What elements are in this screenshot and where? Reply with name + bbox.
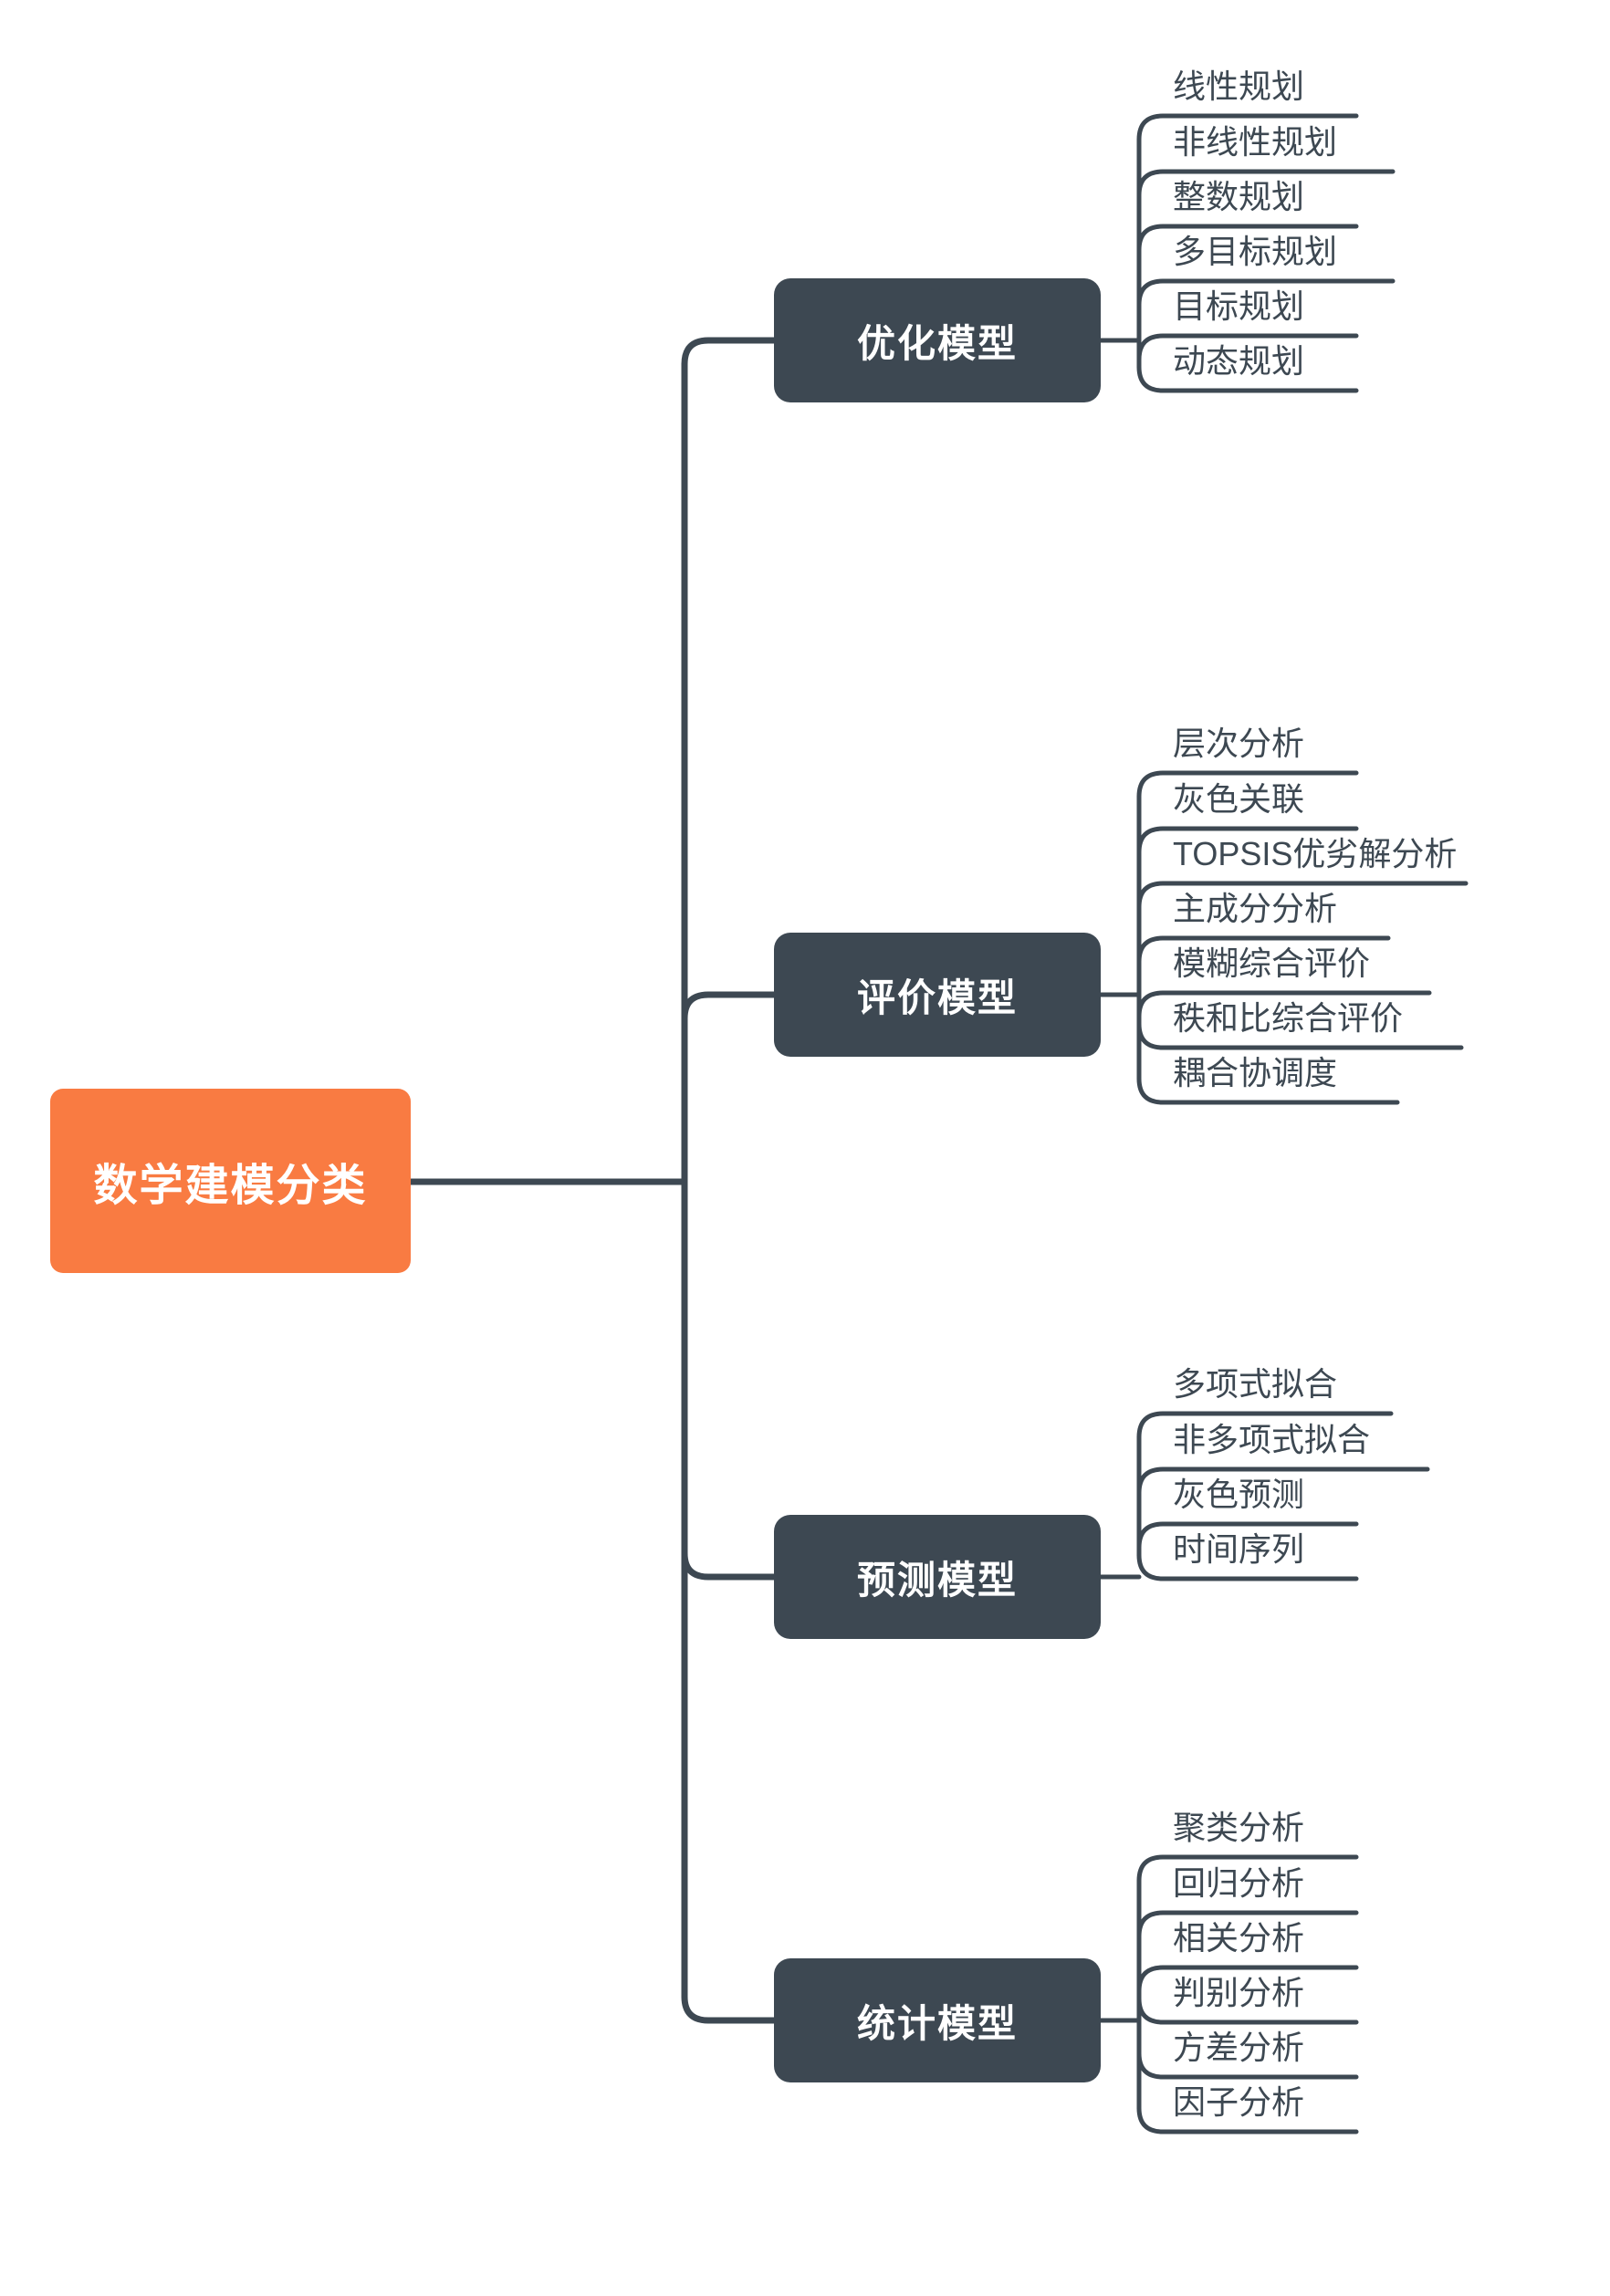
branch-node-1[interactable]: 优化模型	[774, 278, 1101, 402]
connector-leaf-1-5	[1136, 333, 1359, 362]
leaf-node-2-3[interactable]: TOPSIS优劣解分析	[1173, 838, 1457, 871]
connector-leaf-1-2	[1136, 169, 1396, 198]
leaf-node-label: 非多项式拟合	[1173, 1421, 1371, 1458]
leaf-node-3-4[interactable]: 时间序列	[1173, 1533, 1304, 1566]
leaf-node-2-5[interactable]: 模糊综合评价	[1173, 947, 1370, 980]
leaf-node-2-2[interactable]: 灰色关联	[1173, 783, 1304, 816]
connector-leaf-1-6	[1136, 364, 1359, 393]
connector-leaf-2-5	[1136, 990, 1432, 1019]
leaf-node-2-7[interactable]: 耦合协调度	[1173, 1057, 1337, 1090]
branch-node-label: 统计模型	[856, 2001, 1018, 2045]
branch-node-2[interactable]: 评价模型	[774, 933, 1101, 1057]
connector-leaf-4-2	[1136, 1910, 1359, 1939]
leaf-node-label: 模糊综合评价	[1173, 944, 1371, 982]
leaf-node-label: 目标规划	[1173, 287, 1305, 325]
leaf-node-label: 相关分析	[1173, 1919, 1305, 1957]
leaf-node-1-4[interactable]: 多目标规划	[1173, 235, 1337, 268]
leaf-node-label: 整数规划	[1173, 178, 1305, 215]
leaf-node-label: 灰色预测	[1173, 1476, 1305, 1513]
leaf-node-label: 主成分分析	[1173, 890, 1338, 927]
leaf-node-label: 判别分析	[1173, 1974, 1305, 2011]
connector-branch-2	[681, 991, 778, 1022]
connector-leaf-4-5	[1136, 2051, 1359, 2080]
connector-leaf-2-2	[1136, 826, 1359, 855]
root-node[interactable]: 数学建模分类	[50, 1089, 411, 1273]
leaf-node-4-1[interactable]: 聚类分析	[1173, 1811, 1304, 1844]
leaf-node-label: 多项式拟合	[1173, 1365, 1338, 1403]
connector-leaf-2-6	[1136, 1021, 1464, 1050]
connector-leaf-1-3	[1136, 224, 1359, 253]
leaf-node-1-2[interactable]: 非线性规划	[1173, 126, 1337, 159]
leaf-node-3-2[interactable]: 非多项式拟合	[1173, 1424, 1370, 1456]
connector-leaf-1-4	[1136, 278, 1396, 308]
leaf-node-4-2[interactable]: 回归分析	[1173, 1867, 1304, 1900]
branch-node-label: 评价模型	[856, 976, 1018, 1019]
branch-node-4[interactable]: 统计模型	[774, 1958, 1101, 2082]
leaf-node-3-3[interactable]: 灰色预测	[1173, 1478, 1304, 1511]
leaf-node-label: 层次分析	[1173, 725, 1305, 762]
leaf-node-label: 回归分析	[1173, 1864, 1305, 1902]
leaf-node-label: 时间序列	[1173, 1530, 1305, 1568]
leaf-node-label: 耦合协调度	[1173, 1054, 1338, 1091]
branch-node-label: 预测模型	[856, 1558, 1018, 1602]
leaf-node-2-6[interactable]: 秩和比综合评价	[1173, 1002, 1403, 1035]
leaf-node-label: 方差分析	[1173, 2029, 1305, 2066]
leaf-node-label: 聚类分析	[1173, 1809, 1305, 1846]
branch-node-3[interactable]: 预测模型	[774, 1515, 1101, 1639]
connector-leaf-4-3	[1136, 1965, 1359, 1994]
connector-branch-3	[681, 1550, 778, 1581]
connector-leaf-2-3	[1136, 881, 1469, 910]
leaf-node-label: 动态规划	[1173, 342, 1305, 380]
connector-branch-4	[681, 1993, 778, 2024]
leaf-node-1-1[interactable]: 线性规划	[1173, 70, 1304, 103]
connector-leaf-3-1	[1136, 1411, 1394, 1440]
leaf-node-2-1[interactable]: 层次分析	[1173, 727, 1304, 760]
connector-leaf-3-2	[1136, 1466, 1430, 1496]
branch-node-label: 优化模型	[856, 321, 1018, 365]
leaf-node-label: TOPSIS优劣解分析	[1173, 835, 1458, 872]
leaf-node-3-1[interactable]: 多项式拟合	[1173, 1368, 1337, 1401]
leaf-node-label: 灰色关联	[1173, 780, 1305, 818]
connector-leaf-2-4	[1136, 935, 1391, 965]
leaf-node-label: 非线性规划	[1173, 123, 1338, 161]
leaf-node-label: 多目标规划	[1173, 233, 1338, 270]
connector-leaf-4-6	[1136, 2105, 1359, 2134]
connector-leaf-3-4	[1136, 1552, 1359, 1581]
leaf-node-4-5[interactable]: 方差分析	[1173, 2031, 1304, 2064]
leaf-node-label: 秩和比综合评价	[1173, 999, 1404, 1037]
leaf-node-1-3[interactable]: 整数规划	[1173, 181, 1304, 214]
connector-leaf-4-4	[1136, 1996, 1359, 2025]
leaf-node-1-6[interactable]: 动态规划	[1173, 345, 1304, 378]
leaf-node-4-3[interactable]: 相关分析	[1173, 1922, 1304, 1955]
leaf-node-label: 因子分析	[1173, 2083, 1305, 2121]
leaf-node-2-4[interactable]: 主成分分析	[1173, 892, 1337, 925]
connector-leaf-1-1	[1136, 113, 1359, 142]
connector-leaf-4-1	[1136, 1854, 1359, 1884]
root-node-label: 数学建模分类	[93, 1162, 368, 1210]
connector-leaf-2-7	[1136, 1076, 1400, 1105]
connector-branch-1	[681, 337, 778, 368]
leaf-node-label: 线性规划	[1173, 68, 1305, 105]
leaf-node-4-6[interactable]: 因子分析	[1173, 2086, 1304, 2119]
connector-leaf-3-3	[1136, 1521, 1359, 1550]
leaf-node-4-4[interactable]: 判别分析	[1173, 1977, 1304, 2009]
leaf-node-1-5[interactable]: 目标规划	[1173, 290, 1304, 323]
connector-leaf-2-1	[1136, 770, 1359, 799]
